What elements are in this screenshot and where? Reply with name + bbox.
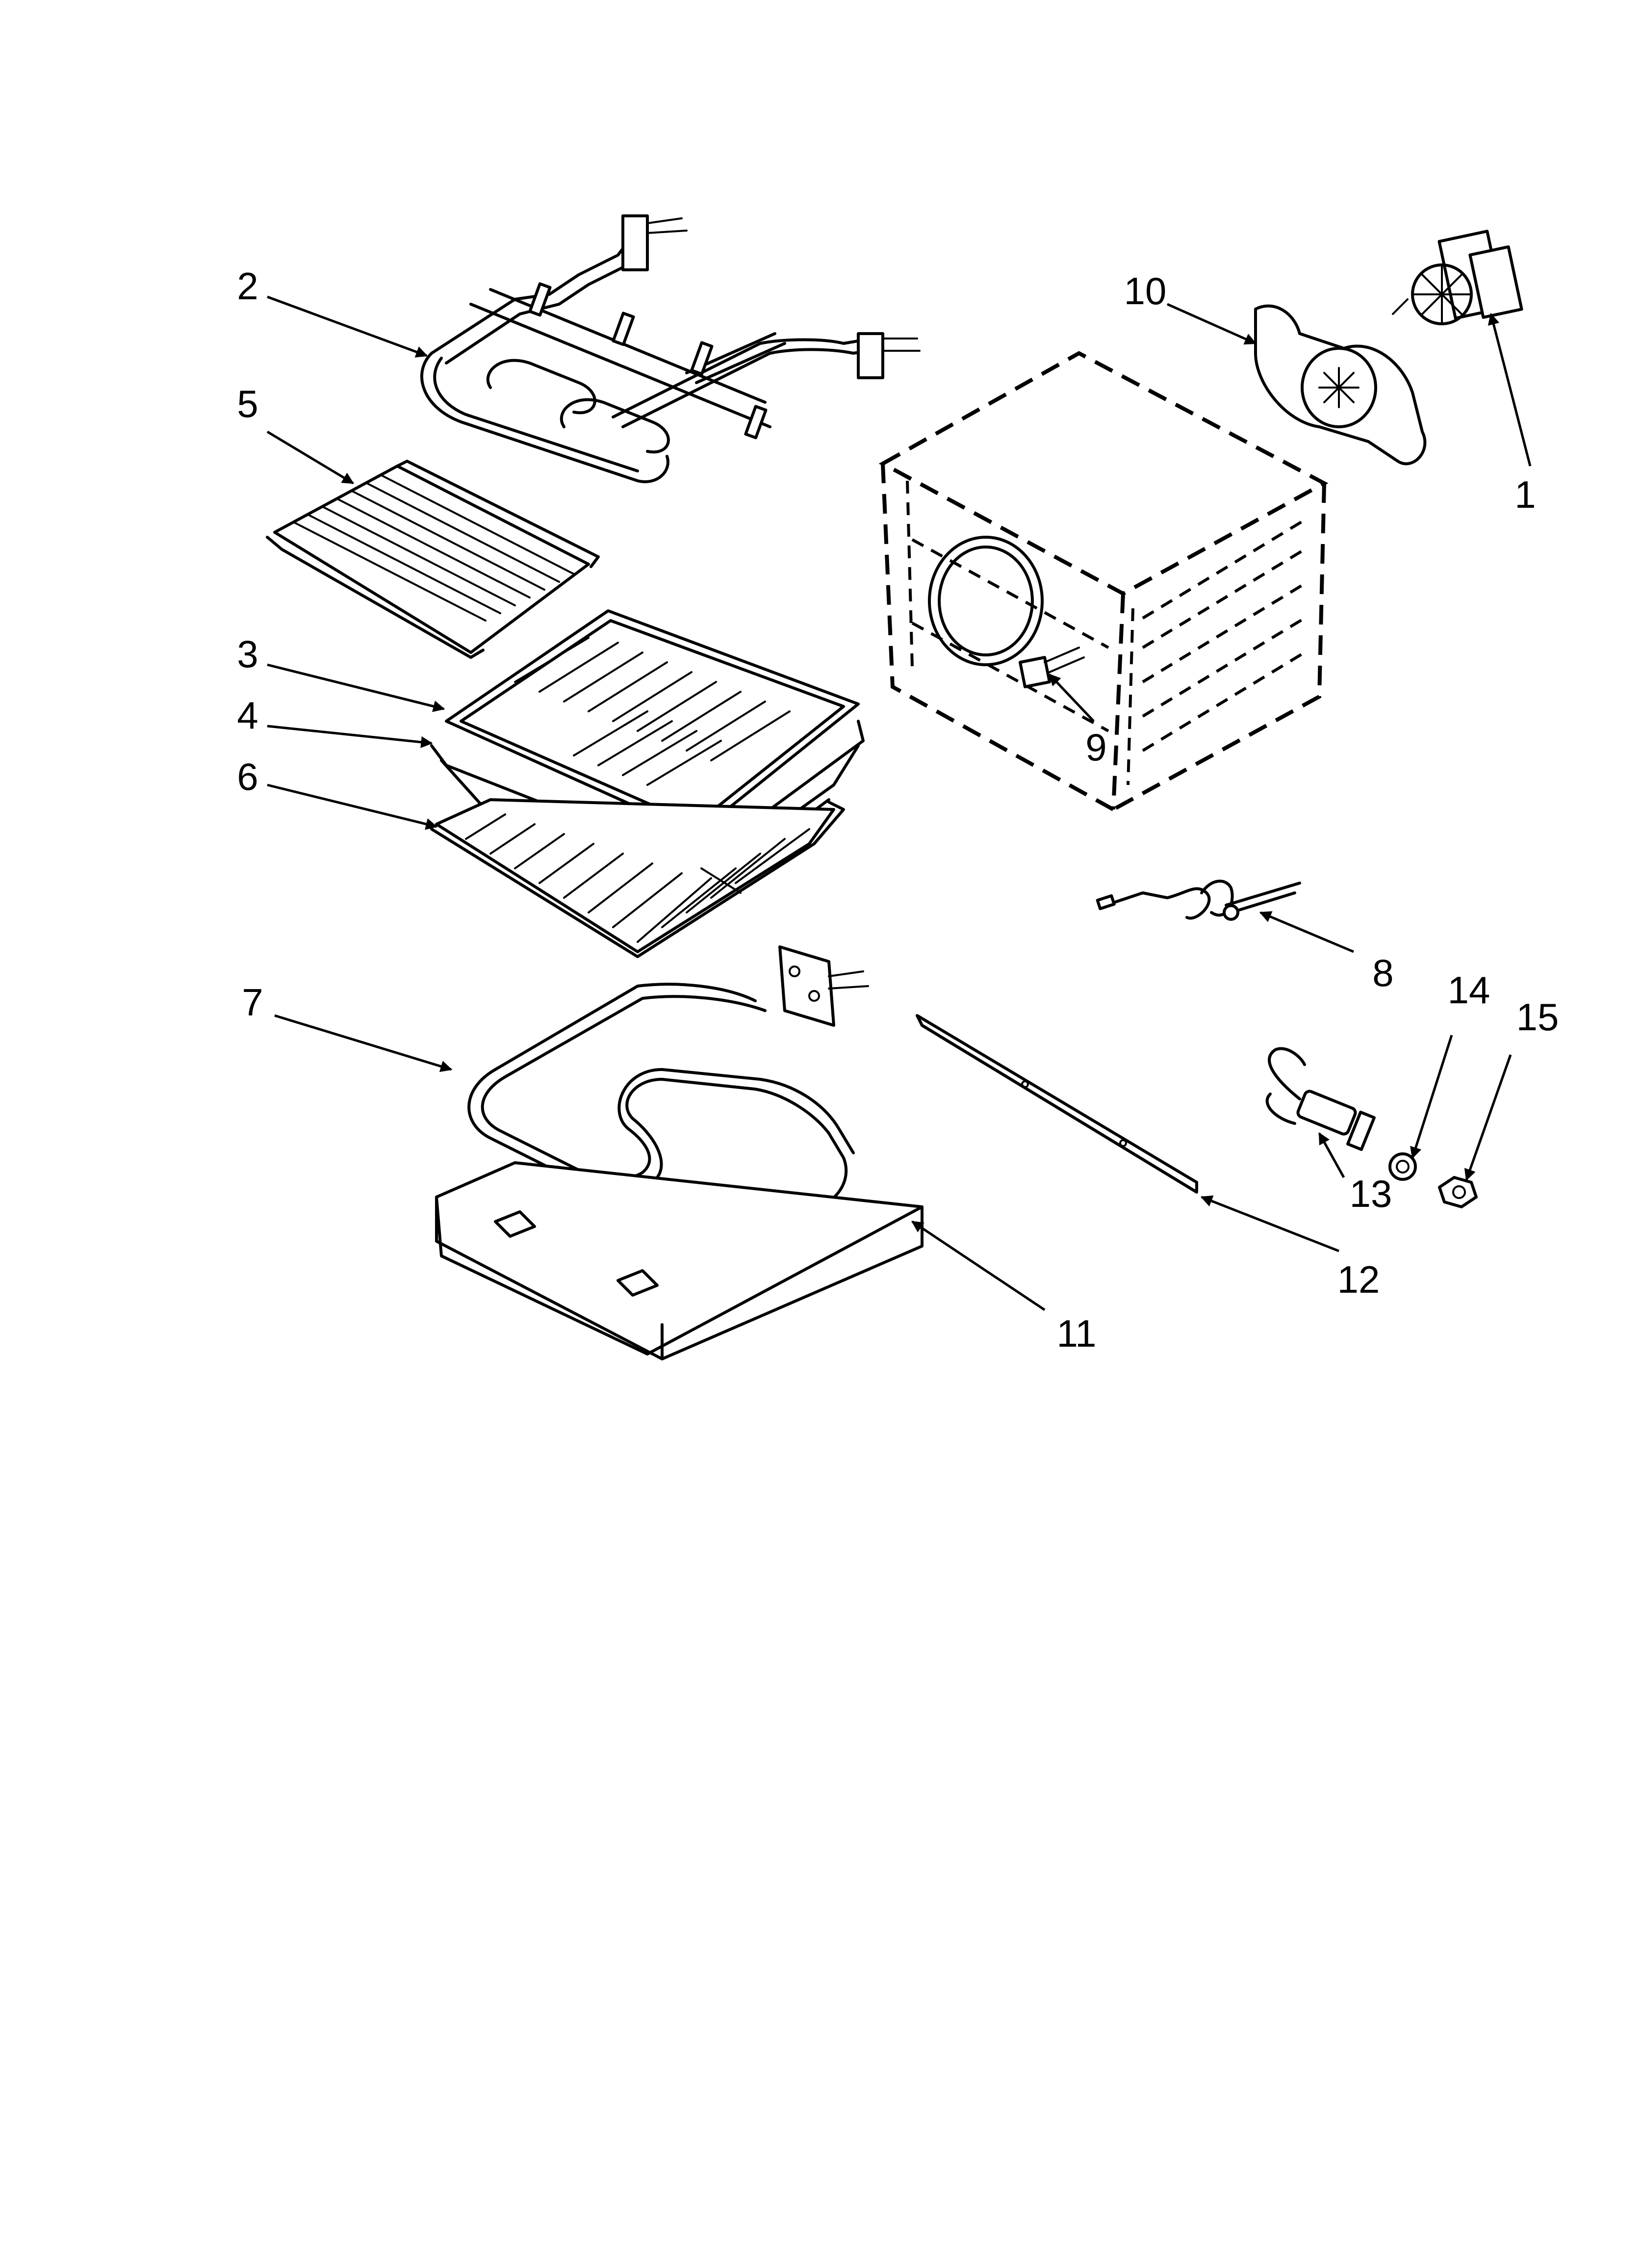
leader-13 (1318, 1132, 1345, 1178)
callout-13: 13 (1350, 1172, 1392, 1215)
callout-15: 15 (1516, 995, 1559, 1039)
callout-7: 7 (242, 981, 263, 1024)
hex-nut (1438, 1176, 1478, 1208)
leader-lines (266, 295, 1532, 1311)
broil-pan-insert (445, 609, 860, 835)
callout-5: 5 (237, 382, 258, 425)
temperature-sensor (1096, 880, 1301, 921)
callout-9: 9 (1085, 726, 1106, 769)
callout-1: 1 (1514, 473, 1536, 516)
callout-6: 6 (237, 755, 258, 798)
oven-rack (430, 798, 845, 958)
meat-probe-jack (1265, 1047, 1376, 1151)
callout-8: 8 (1372, 951, 1393, 994)
convection-fan-baffle (1254, 304, 1427, 466)
leader-10 (1166, 303, 1257, 345)
leader-9 (1049, 674, 1095, 722)
callout-labels: 1 2 3 4 5 6 7 8 9 10 11 12 13 14 15 (237, 264, 1559, 1355)
callout-12: 12 (1337, 1258, 1380, 1301)
mounting-bracket (916, 1014, 1198, 1194)
callout-2: 2 (237, 264, 258, 308)
oven-cavity (878, 351, 1329, 811)
leader-15 (1464, 1054, 1512, 1181)
callout-4: 4 (237, 694, 258, 737)
leader-1 (1488, 313, 1532, 467)
leader-12 (1200, 1195, 1339, 1252)
callout-10: 10 (1124, 269, 1167, 313)
convection-motor-fan (1392, 230, 1523, 325)
lock-washer (1388, 1152, 1417, 1181)
leader-5 (266, 430, 355, 485)
callout-14: 14 (1448, 968, 1490, 1012)
bake-element-cover (435, 1161, 924, 1360)
broil-pan-grill (266, 460, 600, 659)
callout-3: 3 (237, 632, 258, 676)
leader-3 (267, 663, 445, 712)
leader-4 (267, 725, 433, 748)
leader-11 (911, 1220, 1046, 1311)
leader-8 (1259, 911, 1354, 953)
broil-element (420, 214, 921, 483)
callout-11: 11 (1057, 1312, 1097, 1355)
leader-7 (274, 1014, 453, 1072)
leader-6 (267, 783, 438, 830)
leader-2 (267, 295, 428, 358)
leader-14 (1410, 1035, 1453, 1159)
